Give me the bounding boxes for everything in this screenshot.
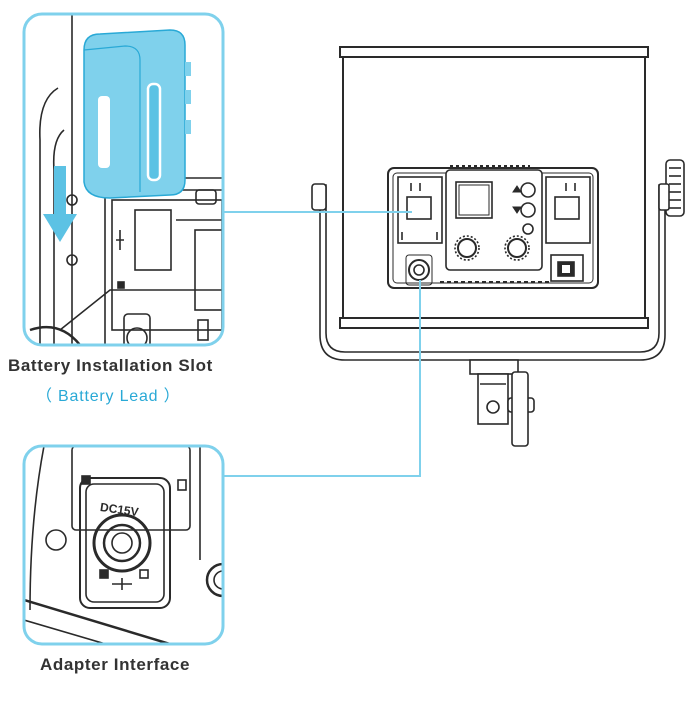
- battery-slot-title: Battery Installation Slot: [8, 356, 213, 375]
- side-pivot-right: [658, 183, 670, 211]
- side-pivot-left: [311, 183, 327, 211]
- adapter-interface-zoom: DC15V: [22, 444, 225, 646]
- dial-icon: [454, 235, 530, 261]
- battery-slot-subtitle: （ Battery Lead ）: [36, 388, 181, 405]
- light-panel-rear-view: [311, 46, 685, 447]
- dc15v-port-label: DC15V: [99, 500, 139, 519]
- display-screen-icon: [455, 181, 493, 219]
- switch-icon: [550, 254, 584, 282]
- center-control-module: [445, 169, 543, 271]
- battery-icon: [83, 29, 191, 199]
- top-rail: [339, 46, 649, 58]
- down-arrow-icon: [43, 166, 77, 242]
- callout-connectors: [223, 211, 421, 477]
- battery-plate-left: [397, 176, 443, 244]
- side-knob-right: [665, 159, 685, 217]
- bottom-rail: [339, 317, 649, 329]
- stand-mount: [469, 359, 535, 447]
- adapter-interface-title: Adapter Interface: [40, 655, 191, 674]
- battery-slot-zoom: [22, 12, 225, 347]
- battery-plate-right: [545, 176, 591, 244]
